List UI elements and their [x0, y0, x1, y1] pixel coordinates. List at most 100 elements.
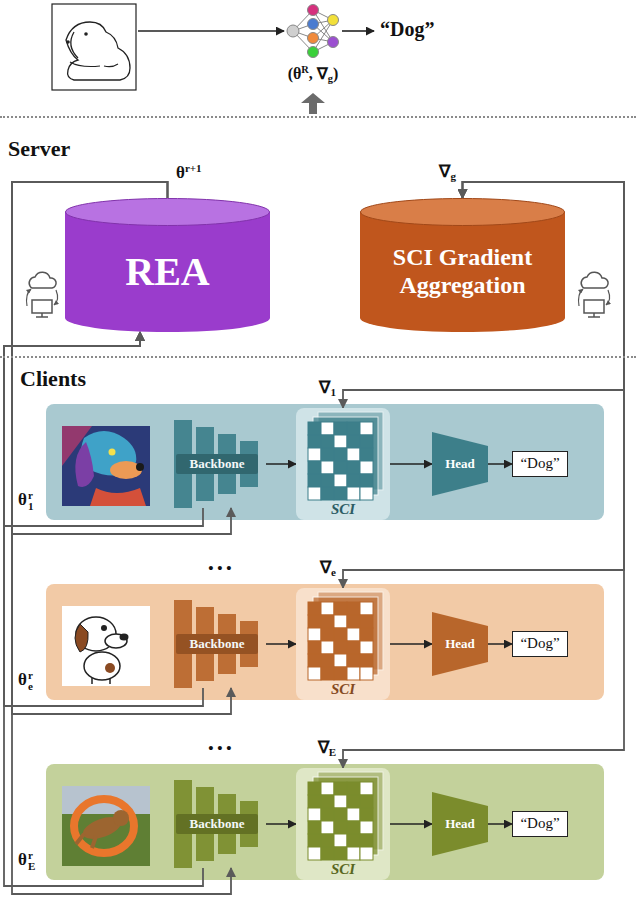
- node-text: “Dog”: [520, 635, 559, 652]
- math-label: ∇E: [318, 738, 336, 760]
- math-label: θr+1: [176, 162, 202, 183]
- sync-connector: [343, 182, 624, 408]
- sci-module-shape: [321, 615, 334, 628]
- head-trapezoid-shape: [432, 612, 488, 676]
- dog-cartoon: [75, 624, 88, 652]
- cloud-icon: [32, 300, 52, 313]
- sci-module-shape: [360, 422, 373, 435]
- database-cylinder-shape: [361, 199, 565, 226]
- backbone-block-shape: [176, 634, 258, 654]
- network-icon: [308, 47, 319, 58]
- label-text: “Dog”: [380, 18, 434, 40]
- sci-module-shape: [360, 474, 373, 487]
- network-icon: [308, 33, 319, 44]
- sci-module-shape: [334, 782, 347, 795]
- sci-module-shape: [334, 821, 347, 834]
- sci-module-shape: [321, 435, 334, 448]
- sci-module-shape: [360, 808, 373, 821]
- math-script: e: [331, 566, 336, 578]
- client-panel: [46, 764, 604, 880]
- sci-module-shape: [308, 821, 321, 834]
- sci-module-shape: [308, 795, 321, 808]
- math-label: ∇1: [319, 378, 336, 400]
- cloud-icon: [606, 290, 610, 305]
- sci-module-shape: [360, 641, 373, 654]
- sci-module-shape: [334, 795, 347, 808]
- flow-arrow: [266, 643, 296, 645]
- ellipsis: • • •: [208, 739, 231, 757]
- sci-module-shape: [308, 808, 321, 821]
- sci-module-shape: [360, 847, 373, 860]
- sci-module-shape: [347, 821, 360, 834]
- sci-module-shape: [360, 834, 373, 847]
- label-text: ∇: [320, 558, 331, 577]
- label-text: ∇: [319, 378, 330, 397]
- dog-painting: [62, 426, 150, 506]
- sci-module-shape: [347, 654, 360, 667]
- sync-connector: [343, 182, 624, 588]
- sci-module-shape: [321, 448, 334, 461]
- flow-arrow: [488, 823, 512, 825]
- node-text: “Dog”: [520, 815, 559, 832]
- sci-module-shape: [321, 422, 334, 435]
- sci-module-shape: [347, 448, 360, 461]
- sci-module-shape: [334, 847, 347, 860]
- network-icon: [328, 15, 339, 26]
- database-cylinder-shape: [66, 199, 270, 226]
- math-script: r+1: [185, 162, 202, 174]
- sci-module-shape: [334, 461, 347, 474]
- label-text: θ: [18, 850, 27, 869]
- flow-arrow: [390, 463, 432, 465]
- sci-module-shape: [296, 768, 390, 880]
- flow-arrow: [390, 643, 432, 645]
- script-stack: re: [28, 670, 33, 692]
- sci-module-shape: [321, 821, 334, 834]
- sci-module-shape: [318, 772, 383, 850]
- node-text: Clients: [20, 366, 86, 391]
- backbone-block-shape: [176, 454, 258, 474]
- cloud-icon: [29, 272, 56, 288]
- cloud-icon: [27, 272, 58, 317]
- node-text: Head: [445, 817, 475, 832]
- sci-module-shape: [334, 602, 347, 615]
- cloud-icon: [54, 290, 58, 305]
- node-text: Backbone: [190, 457, 245, 472]
- sci-module-shape: [308, 628, 321, 641]
- client-panel: [46, 404, 604, 520]
- sci-module-shape: [360, 795, 373, 808]
- backbone-block: Backbone: [168, 780, 266, 868]
- sci-module-shape: [313, 777, 378, 855]
- sci-module-shape: [360, 615, 373, 628]
- math-label: ∇e: [320, 558, 336, 580]
- flow-arrow: [390, 823, 432, 825]
- label-text: • • •: [208, 560, 231, 576]
- label-text: ∇: [318, 738, 329, 757]
- flow-arrow: [488, 463, 512, 465]
- node-text: REA: [125, 249, 209, 295]
- sci-module-shape: [347, 847, 360, 860]
- sci-module-shape: [308, 474, 321, 487]
- sci-module-shape: [360, 654, 373, 667]
- sci-module-shape: [321, 667, 334, 680]
- output-box: “Dog”: [512, 451, 568, 477]
- network-icon: [287, 25, 299, 37]
- sci-module-shape: [347, 422, 360, 435]
- client-panel: [46, 584, 604, 700]
- math-script: 1: [330, 386, 336, 398]
- node-text: SCI: [331, 501, 355, 518]
- math-script: E: [329, 746, 336, 758]
- sci-module-shape: [347, 435, 360, 448]
- cloud-icon: [588, 313, 600, 317]
- sci-module-shape: [360, 435, 373, 448]
- dog-painting: [136, 463, 144, 471]
- label-text: θ: [18, 490, 27, 509]
- flow-arrow: [266, 823, 296, 825]
- sci-module-shape: [321, 641, 334, 654]
- sci-module-shape: [321, 847, 334, 860]
- dog-cartoon: [62, 606, 150, 686]
- sci-module-shape: [334, 808, 347, 821]
- dog-cartoon: [84, 652, 120, 680]
- output-box: “Dog”: [512, 811, 568, 837]
- label-text: (θ: [288, 65, 302, 82]
- sci-module-shape: [321, 834, 334, 847]
